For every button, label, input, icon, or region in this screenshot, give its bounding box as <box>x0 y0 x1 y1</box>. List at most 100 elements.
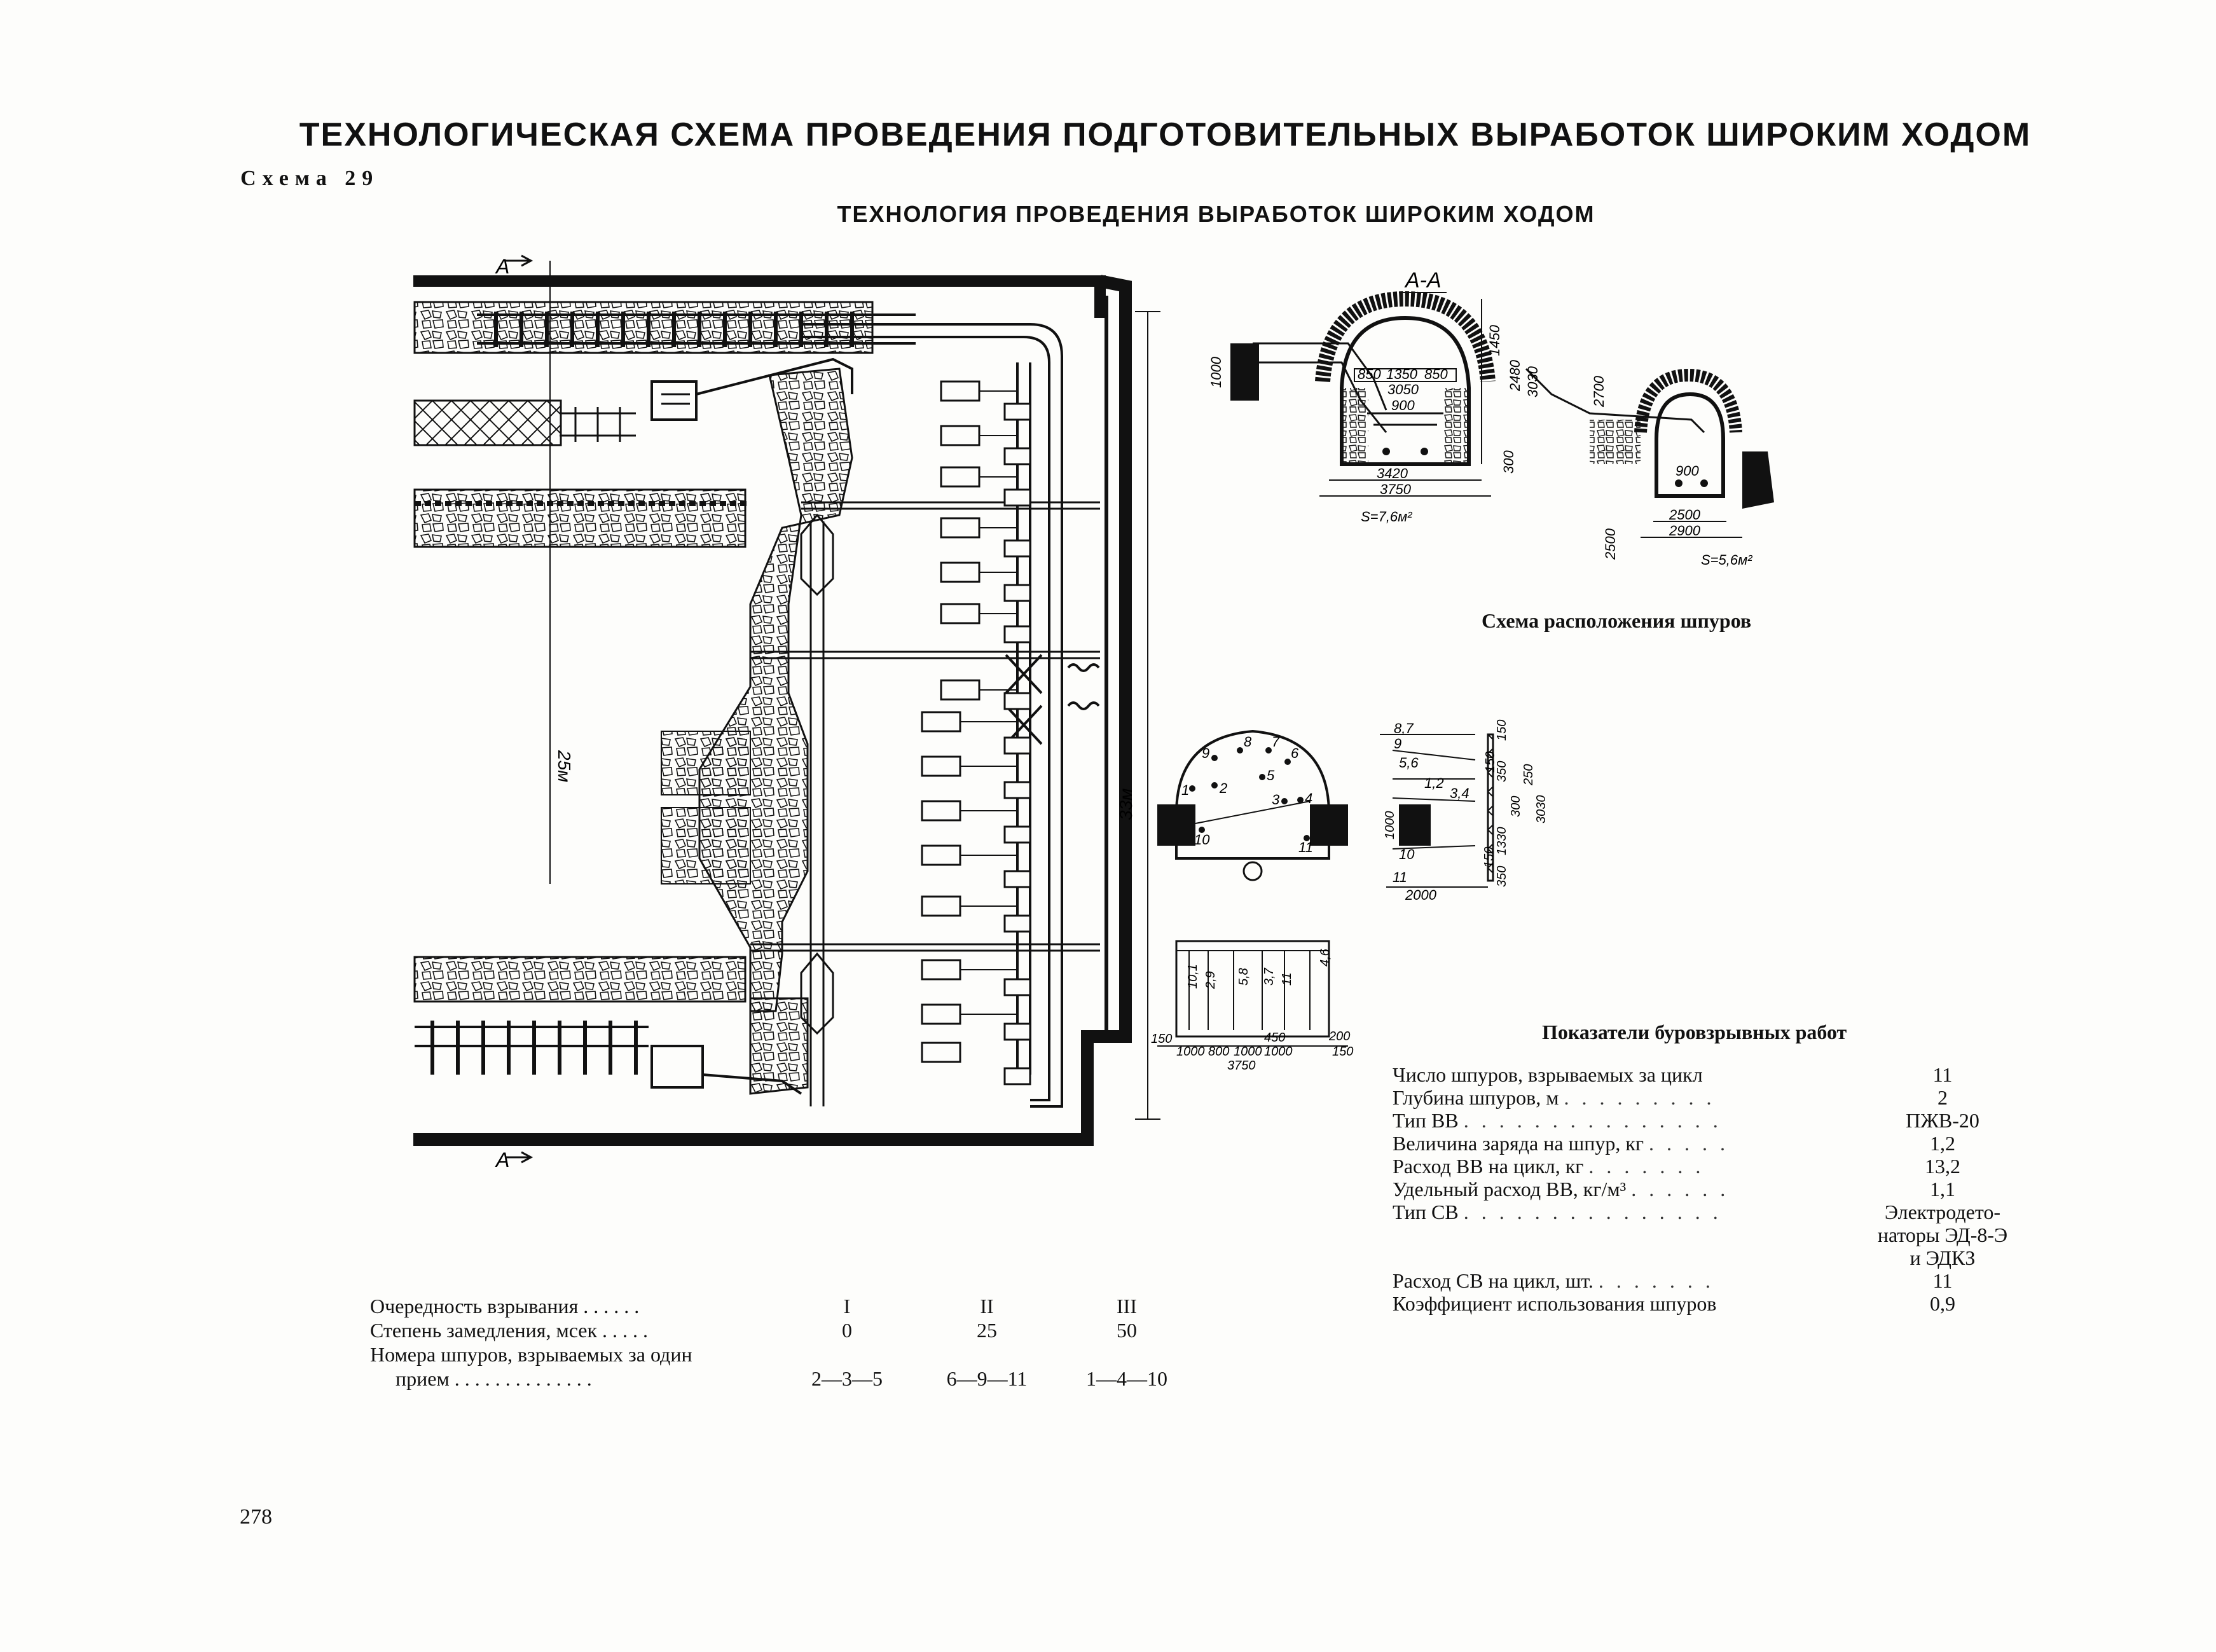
sequence-row: Номера шпуров, взрываемых за один <box>370 1343 692 1366</box>
dim-900: 900 <box>1391 397 1415 413</box>
dim-3420: 3420 <box>1377 465 1408 481</box>
section-aa-drawing: А-А 850 1350 850 3050 900 1000 1450 2480… <box>1208 268 1774 568</box>
plan-dim-450: 450 <box>1264 1031 1285 1045</box>
hole-1-label: 1 <box>1181 782 1189 798</box>
plan-dim-150b: 150 <box>1332 1045 1353 1059</box>
hole-11-label: 11 <box>1298 839 1313 855</box>
sequence-row: Очередность взрывания . . . . . . I II I… <box>370 1295 1137 1318</box>
side-dim-1000: 1000 <box>1383 811 1397 840</box>
hole-6-label: 6 <box>1291 745 1299 761</box>
plan-label-101: 10,1 <box>1186 964 1200 989</box>
indicator-row: Тип СВ . . . . . . . . . . . . . . .Элек… <box>1393 1201 2008 1269</box>
area-2: S=5,6м² <box>1701 552 1752 568</box>
plan-dim-1000c: 1000 <box>1264 1045 1293 1059</box>
indicator-row: Удельный расход ВВ, кг/м³ . . . . . .1,1 <box>1393 1178 1955 1201</box>
side-label-12: 1,2 <box>1424 775 1444 791</box>
sequence-row: прием . . . . . . . . . . . . . . 2—3—5 … <box>396 1367 1167 1390</box>
plan-label-11: 11 <box>1280 972 1294 986</box>
plan-dim-200: 200 <box>1328 1029 1350 1043</box>
plan-label-37: 3,7 <box>1262 967 1276 986</box>
side-label-34: 3,4 <box>1450 785 1469 801</box>
hole-5-label: 5 <box>1267 767 1275 783</box>
side-dim-150c: 150 <box>1483 752 1497 773</box>
upper-rock-strip <box>413 301 874 354</box>
main-title: ТЕХНОЛОГИЧЕСКАЯ СХЕМА ПРОВЕДЕНИЯ ПОДГОТО… <box>299 116 2032 153</box>
side-label-87: 8,7 <box>1394 720 1414 736</box>
side-dim-150b: 150 <box>1482 847 1496 868</box>
plan-label-29: 2,9 <box>1204 971 1218 989</box>
plan-label-58: 5,8 <box>1237 968 1251 986</box>
dim-33m: 33м <box>1116 788 1136 820</box>
dim-1350: 1350 <box>1386 366 1418 382</box>
workings-plan-drawing: 25м 33м А А <box>413 254 1160 1170</box>
hole-8-label: 8 <box>1244 734 1252 750</box>
dim-3750: 3750 <box>1380 481 1412 497</box>
dim-900b: 900 <box>1676 463 1699 479</box>
side-dim-150a: 150 <box>1495 720 1509 741</box>
side-label-9: 9 <box>1394 736 1401 752</box>
side-dim-300: 300 <box>1509 796 1523 817</box>
dim-1000: 1000 <box>1208 356 1224 388</box>
page-number: 278 <box>240 1505 272 1529</box>
indicator-row: Расход ВВ на цикл, кг . . . . . . .13,2 <box>1393 1155 1960 1178</box>
area-1: S=7,6м² <box>1361 509 1412 525</box>
section-mark-top: А <box>495 255 509 278</box>
plan-dim-150a: 150 <box>1151 1032 1172 1046</box>
dim-2900: 2900 <box>1669 523 1701 539</box>
dim-3030: 3030 <box>1525 366 1541 397</box>
indicator-row: Число шпуров, взрываемых за цикл 11 <box>1393 1063 1953 1086</box>
side-label-56: 5,6 <box>1399 755 1419 771</box>
indicators-caption: Показатели буровзрывных работ <box>1542 1021 1847 1043</box>
plan-label-46: 4,6 <box>1318 948 1332 967</box>
lower-rail-track <box>415 1021 649 1075</box>
dim-25m: 25м <box>554 750 574 782</box>
side-dim-350b: 350 <box>1495 866 1509 887</box>
dim-850b: 850 <box>1424 366 1448 382</box>
plan-dim-800: 800 <box>1208 1045 1229 1059</box>
hole-7-label: 7 <box>1272 734 1280 750</box>
indicator-row: Глубина шпуров, м . . . . . . . . .2 <box>1393 1086 1948 1109</box>
section-aa-label: А-А <box>1404 268 1442 293</box>
sequence-row: Степень замедления, мсек . . . . . 0 25 … <box>370 1319 1137 1342</box>
side-dim-3030: 3030 <box>1534 795 1548 824</box>
plan-dim-1000a: 1000 <box>1176 1045 1205 1059</box>
dim-2480: 2480 <box>1507 359 1523 392</box>
dim-2500v: 2500 <box>1602 528 1618 560</box>
side-dim-250: 250 <box>1522 764 1536 786</box>
side-dim-350: 350 <box>1495 761 1509 782</box>
sub-title: ТЕХНОЛОГИЯ ПРОВЕДЕНИЯ ВЫРАБОТОК ШИРОКИМ … <box>837 201 1595 227</box>
conveyor <box>801 323 1063 1108</box>
indicator-row: Коэффициент использования шпуров 0,9 <box>1393 1292 1955 1315</box>
hole-2-label: 2 <box>1219 780 1227 796</box>
hole-3-label: 3 <box>1272 792 1280 808</box>
section-mark-bottom: А <box>495 1148 509 1170</box>
indicator-row: Тип ВВ . . . . . . . . . . . . . . .ПЖВ-… <box>1393 1109 1979 1132</box>
dim-300: 300 <box>1501 450 1517 474</box>
support-props <box>921 380 1031 1085</box>
plan-dim-3750: 3750 <box>1227 1059 1256 1073</box>
hole-10-label: 10 <box>1194 832 1210 848</box>
side-dim-2000: 2000 <box>1405 887 1437 903</box>
indicators-table: Число шпуров, взрываемых за цикл 11 Глуб… <box>1393 1063 2028 1315</box>
hole-pattern-face-drawing: 1 2 3 4 5 6 7 8 9 10 11 <box>1157 729 1348 881</box>
blasting-sequence-table: Очередность взрывания . . . . . . I II I… <box>370 1294 1197 1391</box>
side-label-10: 10 <box>1399 846 1415 862</box>
scheme-label: Схема 29 <box>240 167 380 190</box>
side-dim-1330: 1330 <box>1495 827 1509 856</box>
holes-scheme-caption: Схема расположения шпуров <box>1482 609 1752 632</box>
dim-2500: 2500 <box>1669 507 1701 523</box>
hole-9-label: 9 <box>1202 745 1209 761</box>
dim-850a: 850 <box>1358 366 1381 382</box>
loading-machine-lower-icon <box>650 1045 704 1089</box>
loading-machine-icon <box>650 380 698 421</box>
hole-pattern-plan-drawing: 10,1 2,9 5,8 3,7 11 4,6 150 1000 800 100… <box>1151 940 1353 1073</box>
indicator-row: Расход СВ на цикл, шт. . . . . . . .11 <box>1393 1269 1953 1292</box>
dim-3050: 3050 <box>1387 382 1419 397</box>
hole-pattern-side-drawing: 8,7 9 5,6 1,2 3,4 10 11 2000 1000 150 35… <box>1380 720 1548 903</box>
hole-4-label: 4 <box>1305 790 1312 806</box>
indicator-row: Величина заряда на шпур, кг . . . . .1,2 <box>1393 1132 1955 1155</box>
dim-2700: 2700 <box>1591 375 1607 408</box>
plan-dim-1000b: 1000 <box>1234 1045 1262 1059</box>
side-label-11: 11 <box>1393 869 1407 885</box>
dim-1450: 1450 <box>1487 324 1503 356</box>
